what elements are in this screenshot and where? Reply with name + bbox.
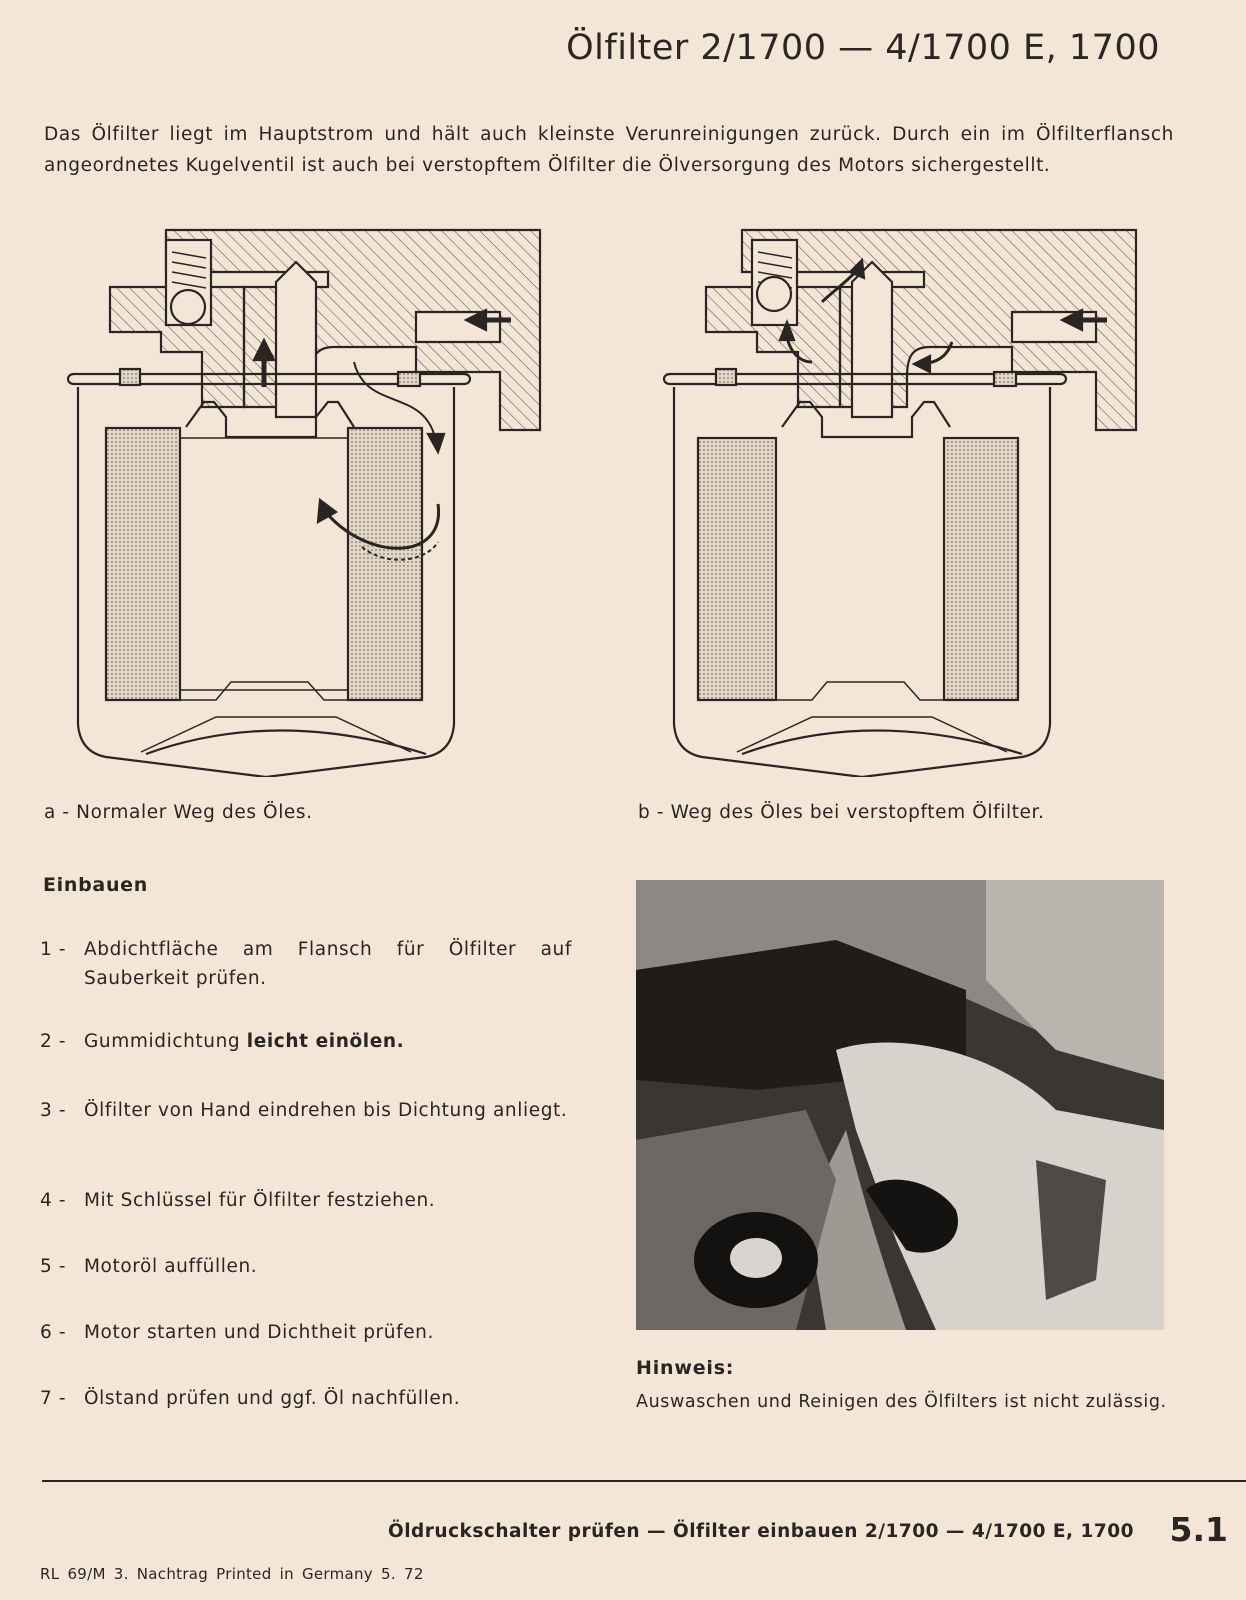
note-text: Auswaschen und Reinigen des Ölfilters is…: [636, 1392, 1167, 1412]
page-title: Ölfilter 2/1700 — 4/1700 E, 1700: [566, 28, 1160, 68]
step-text: Gummidichtung leicht einölen.: [84, 1031, 405, 1052]
step-number: 5 -: [40, 1256, 67, 1277]
page-number: 5.1: [1169, 1510, 1228, 1549]
figure-b-diagram: [662, 228, 1138, 777]
step-text: Ölfilter von Hand eindrehen bis Dichtung…: [84, 1100, 568, 1121]
figure-a-caption: a - Normaler Weg des Öles.: [44, 802, 313, 823]
step-text: Ölstand prüfen und ggf. Öl nachfüllen.: [84, 1388, 461, 1409]
step-6: 6 - Motor starten und Dichtheit prüfen.: [40, 1318, 572, 1347]
section-heading: Einbauen: [43, 874, 148, 896]
step-1: 1 - Abdichtfläche am Flansch für Ölfilte…: [40, 935, 572, 993]
step-number: 4 -: [40, 1190, 67, 1211]
step-5: 5 - Motoröl auffüllen.: [40, 1252, 572, 1281]
step-4: 4 - Mit Schlüssel für Ölfilter festziehe…: [40, 1186, 572, 1215]
step-text: Abdichtfläche am Flansch für Ölfilter au…: [84, 939, 572, 989]
step-7: 7 - Ölstand prüfen und ggf. Öl nachfülle…: [40, 1384, 572, 1413]
step-2: 2 - Gummidichtung leicht einölen.: [40, 1027, 572, 1056]
note-heading: Hinweis:: [636, 1357, 735, 1379]
step-number: 1 -: [40, 939, 67, 960]
step-text: Mit Schlüssel für Ölfilter festziehen.: [84, 1190, 436, 1211]
footer-title: Öldruckschalter prüfen — Ölfilter einbau…: [387, 1521, 1134, 1542]
step-number: 7 -: [40, 1388, 67, 1409]
step-3: 3 - Ölfilter von Hand eindrehen bis Dich…: [40, 1096, 572, 1125]
intro-paragraph: Das Ölfilter liegt im Hauptstrom und häl…: [44, 124, 1174, 176]
step-number: 3 -: [40, 1100, 67, 1121]
figure-a-diagram: [66, 228, 542, 777]
footer-divider: [42, 1480, 1246, 1482]
step-text: Motoröl auffüllen.: [84, 1256, 258, 1277]
figure-b-caption: b - Weg des Öles bei verstopftem Ölfilte…: [638, 802, 1045, 823]
installation-photo: [636, 880, 1164, 1330]
step-number: 2 -: [40, 1031, 67, 1052]
step-text: Motor starten und Dichtheit prüfen.: [84, 1322, 434, 1343]
step-emphasis: leicht einölen.: [246, 1031, 405, 1052]
imprint: RL 69/M 3. Nachtrag Printed in Germany 5…: [40, 1565, 424, 1583]
step-number: 6 -: [40, 1322, 67, 1343]
